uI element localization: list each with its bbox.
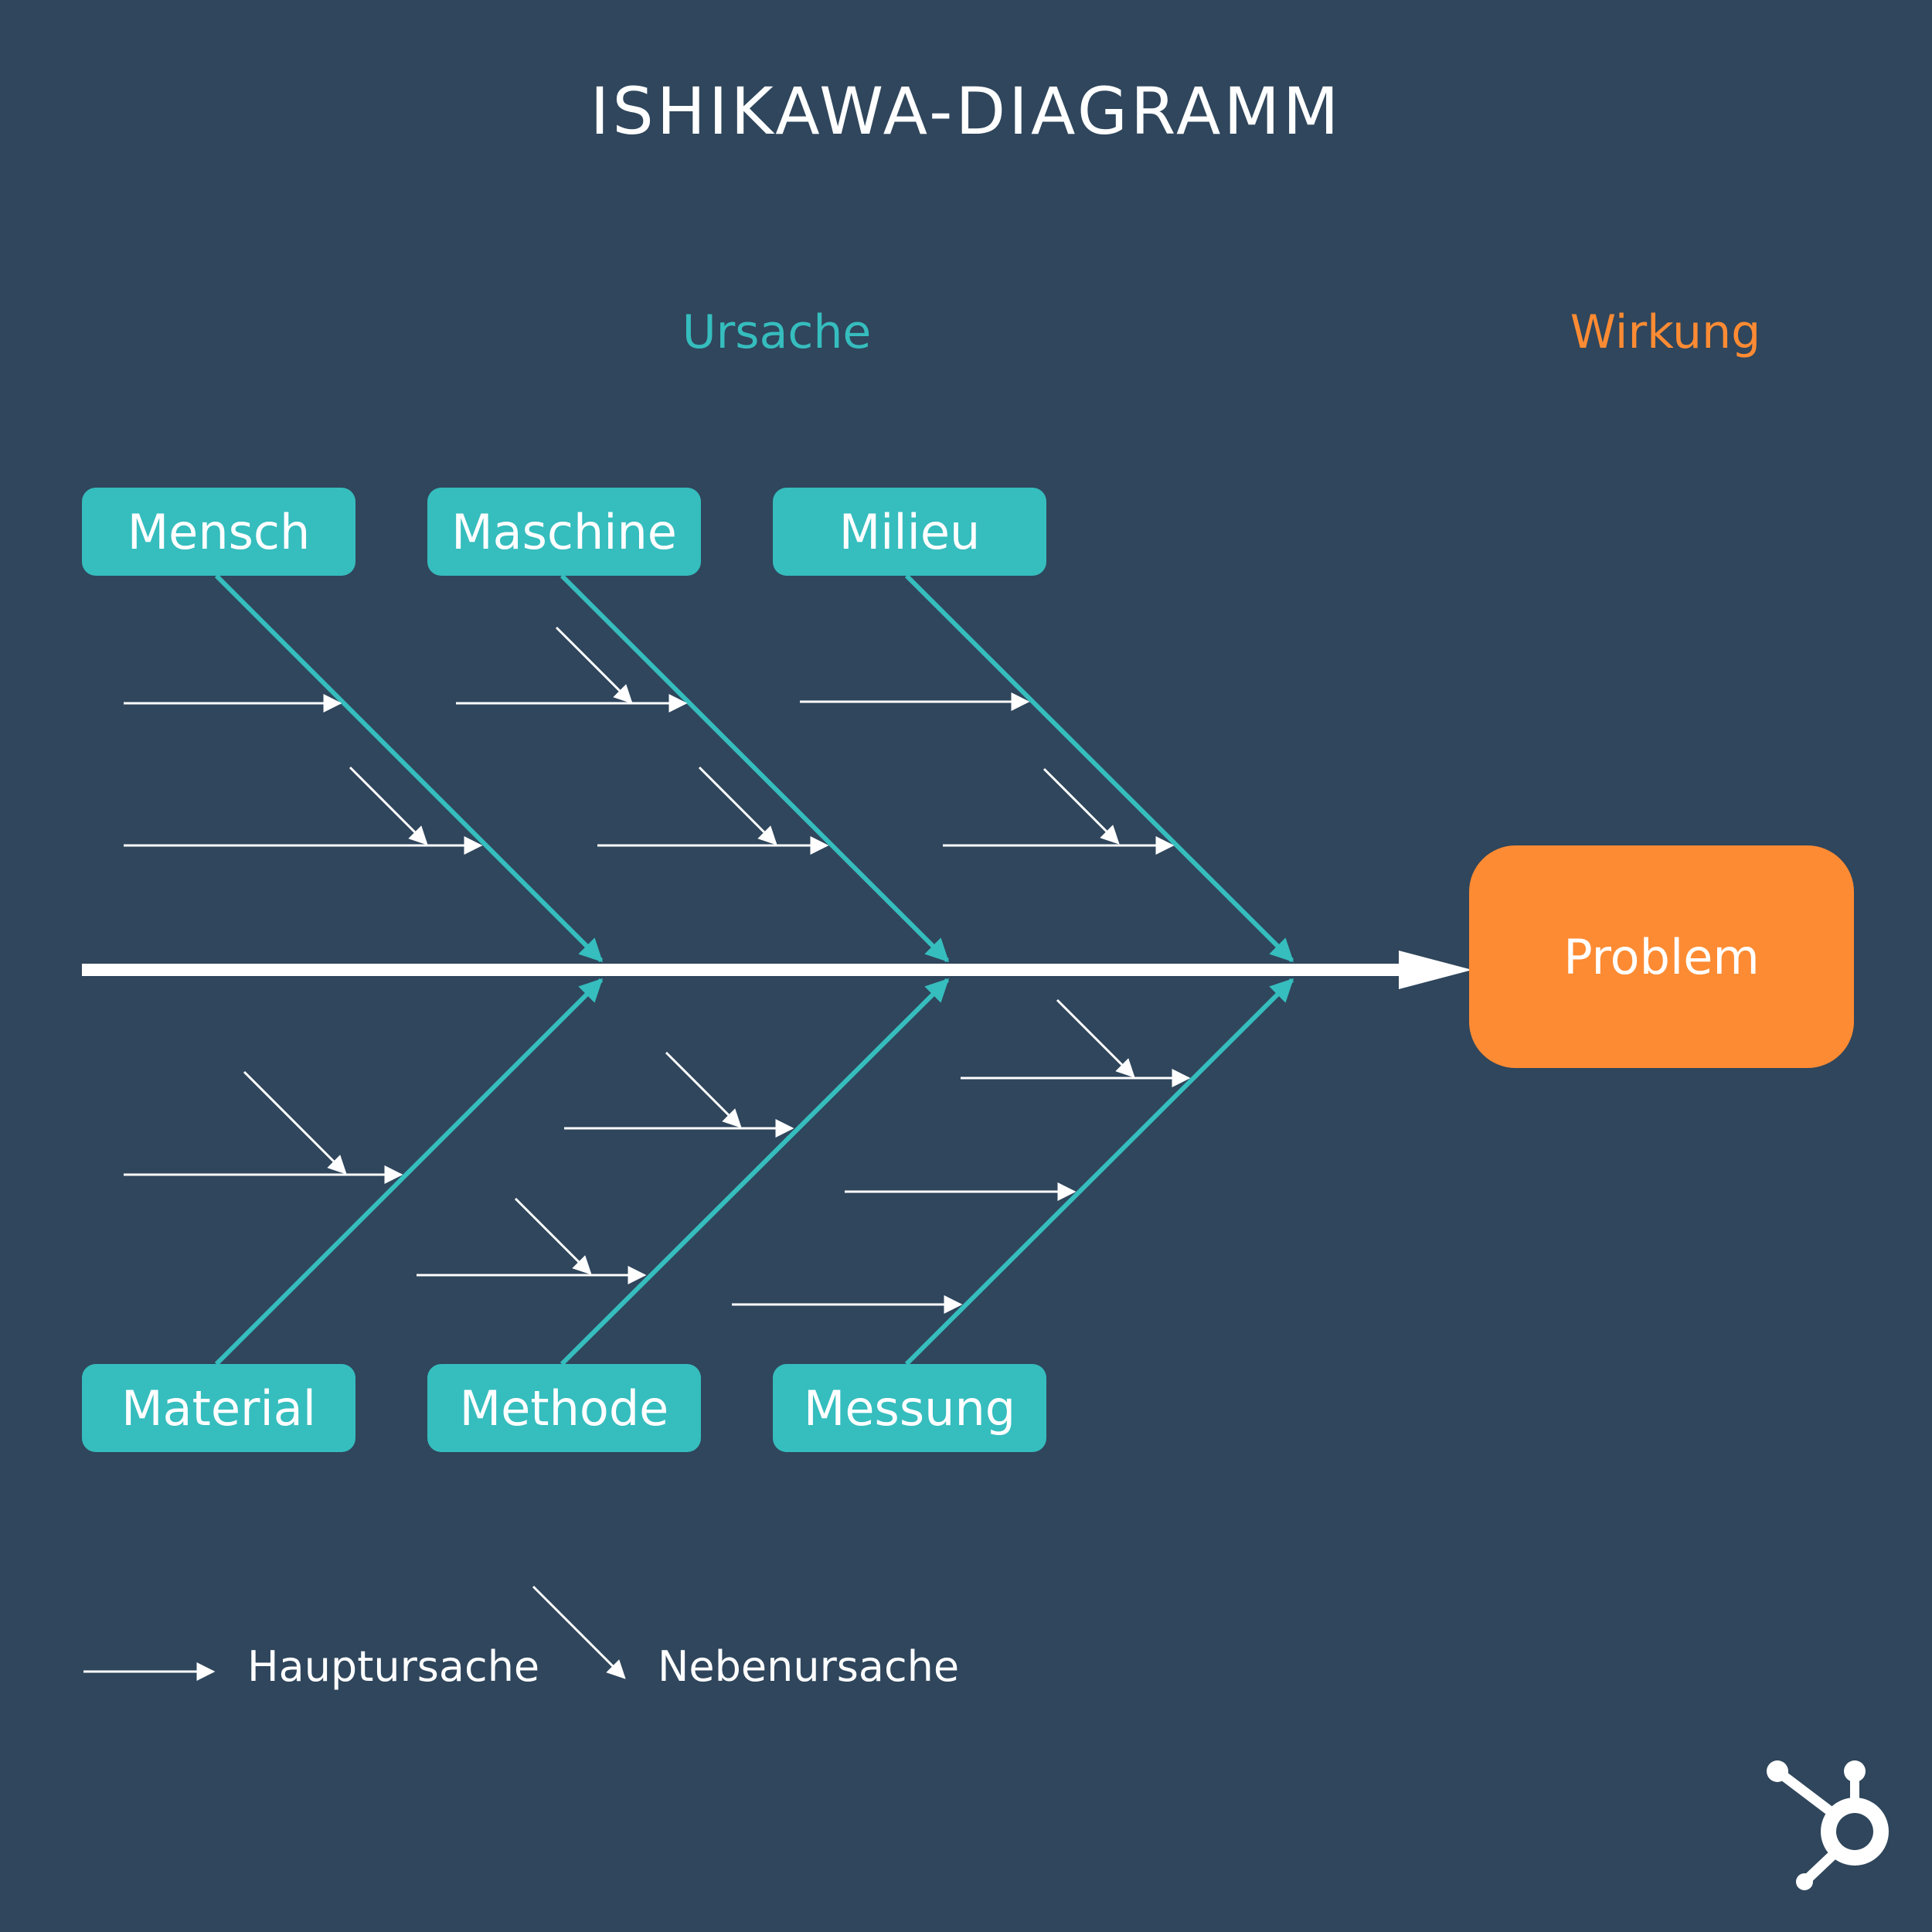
side-cause-arrow [349, 766, 428, 845]
side-cause-arrow [243, 1070, 347, 1175]
category-box-maschine: Maschine [427, 488, 701, 576]
category-box-milieu: Milieu [773, 488, 1046, 576]
bone-material [214, 978, 604, 1366]
side-cause-arrow [1043, 767, 1120, 845]
bone-milieu [904, 573, 1294, 963]
category-box-messung: Messung [773, 1364, 1046, 1452]
side-cause-arrow [665, 1051, 742, 1128]
legend-side-cause-arrow [532, 1585, 626, 1679]
category-box-methode: Methode [427, 1364, 701, 1452]
bone-mensch [214, 573, 604, 963]
side-cause-arrow [698, 766, 777, 845]
page-title: ISHIKAWA-DIAGRAMM [590, 73, 1342, 149]
problem-box: Problem [1469, 845, 1854, 1068]
bone-methode [560, 978, 950, 1366]
cause-heading: Ursache [682, 305, 872, 359]
bone-maschine [560, 573, 950, 963]
legend-side-cause-label: Nebenursache [658, 1642, 960, 1691]
category-box-mensch: Mensch [82, 488, 355, 576]
bone-messung [904, 978, 1294, 1366]
category-box-material: Material [82, 1364, 355, 1452]
hubspot-logo-icon [1767, 1760, 1889, 1890]
spine-arrowhead [1399, 951, 1472, 989]
side-cause-arrow [514, 1197, 592, 1275]
side-cause-arrow [555, 626, 633, 704]
side-cause-arrow [1056, 998, 1135, 1078]
legend-main-cause-label: Hauptursache [247, 1642, 540, 1691]
effect-heading: Wirkung [1570, 305, 1761, 359]
